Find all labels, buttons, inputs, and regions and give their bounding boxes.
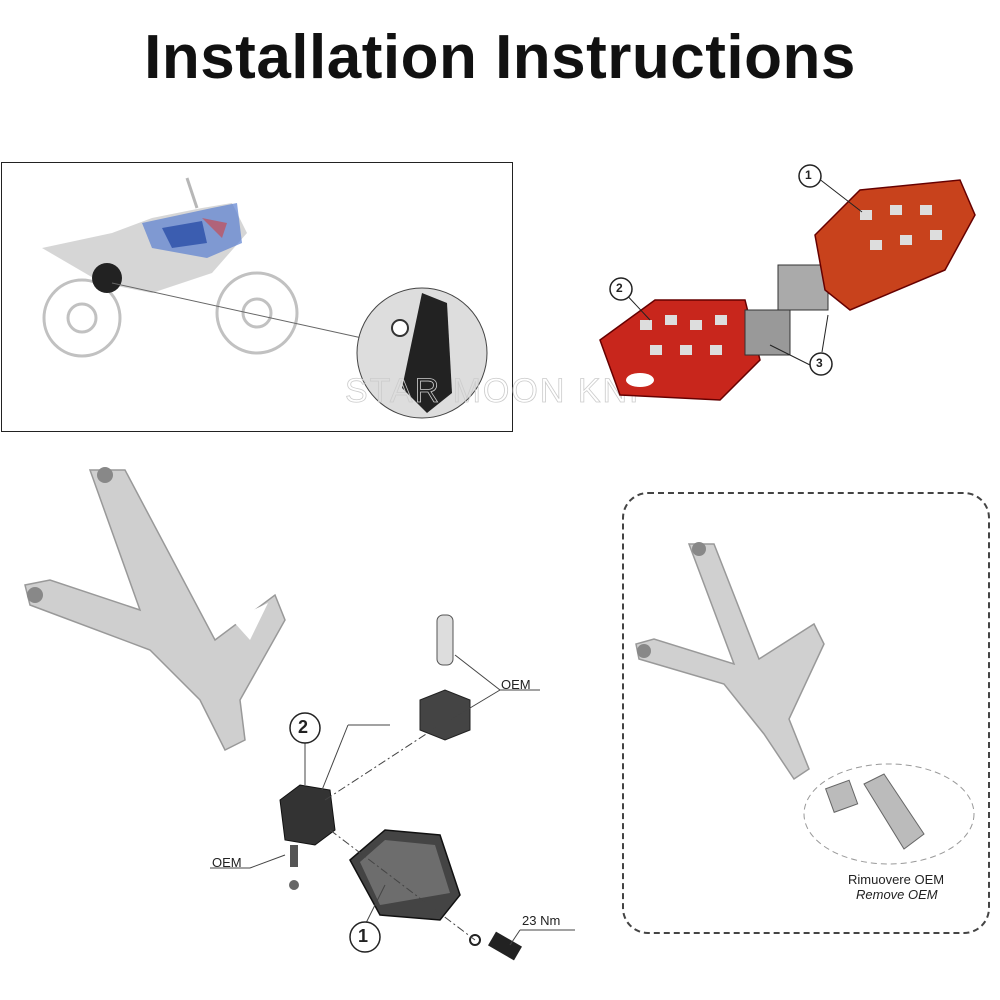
adapter-2 (279, 784, 336, 846)
remove-oem-label-it: Rimuovere OEM (848, 872, 945, 887)
oem-plate (419, 689, 471, 741)
footpeg-1-black (349, 829, 461, 921)
remove-oem-label-en: Remove OEM (856, 887, 938, 902)
remove-oem-panel (622, 492, 990, 934)
callout-1: 1 (805, 168, 812, 182)
callout-3: 3 (816, 356, 823, 370)
motorcycle-illustration (42, 177, 488, 419)
assembly-callout-1: 1 (358, 926, 369, 946)
torque-label: 23 Nm (522, 913, 561, 928)
oem-bracket (24, 469, 286, 752)
motorcycle-overview-panel (1, 162, 513, 432)
bolt (488, 931, 522, 961)
watermark: STAR MOON KNI (345, 372, 641, 411)
clevis-adapter-right (777, 264, 829, 311)
clevis-adapter-left (744, 309, 791, 356)
footpeg-1-orange (814, 179, 976, 311)
page-title: Installation Instructions (144, 23, 856, 92)
callout-2: 2 (616, 281, 623, 295)
oem-label-top: OEM (501, 677, 531, 692)
assembly-callout-2: 2 (298, 717, 309, 737)
oem-label-left: OEM (212, 855, 242, 870)
removal-illustration (635, 542, 975, 865)
oem-pin (436, 614, 454, 666)
